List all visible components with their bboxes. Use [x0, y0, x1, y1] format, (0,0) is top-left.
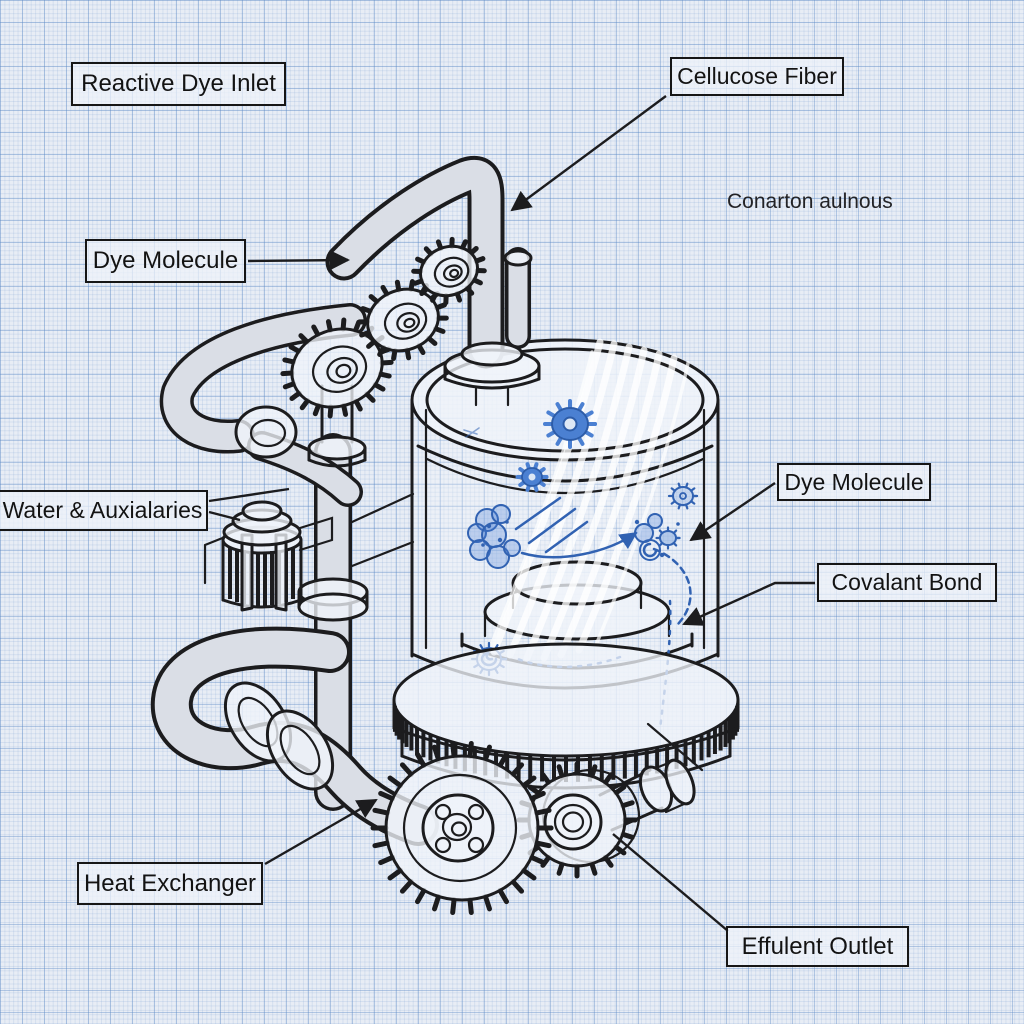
u-pipe-mouth — [234, 405, 298, 459]
label-heat-exchanger-text: Heat Exchanger — [83, 869, 257, 897]
fiber-stub-cap — [503, 249, 533, 267]
pump-left-bracket — [203, 535, 227, 585]
pump-right-bracket — [298, 516, 334, 552]
liquid-surface-arc — [416, 444, 714, 483]
label-cellucose-fiber: Cellucose Fiber — [670, 57, 844, 96]
inlet-pipe-assembly — [325, 156, 541, 407]
diagonal-gear-train — [280, 236, 487, 419]
water-pump — [203, 500, 334, 612]
label-effulent-outlet: Effulent Outlet — [726, 926, 909, 967]
callout-leaders — [208, 95, 815, 932]
label-dye-molecule-right-text: Dye Molecule — [784, 468, 924, 495]
label-reactive-dye-inlet: Reactive Dye Inlet — [71, 62, 286, 106]
pump-drum-bottom — [221, 598, 303, 609]
pipe-flange-lower — [297, 592, 369, 622]
coupling-disk-2 — [265, 709, 335, 791]
leader-effulent-outlet — [612, 833, 729, 932]
pump-cap — [241, 500, 283, 522]
label-water-auxialaries-text: Water & Auxialaries — [2, 497, 203, 523]
support-rods — [350, 492, 415, 568]
lid-flange-sides — [443, 364, 541, 381]
leader-cellucose-fiber — [510, 95, 667, 212]
shaft-cap-2 — [664, 758, 696, 806]
pump-strap-2 — [274, 533, 288, 612]
coupling-disk-2-inner — [279, 724, 321, 776]
liquid-surface-arc-2 — [425, 457, 705, 495]
label-covalant-bond-text: Covalant Bond — [831, 569, 983, 595]
stray-note-conarton-text: Conarton aulnous — [727, 190, 893, 213]
dye-motion-line — [544, 520, 589, 554]
ring-gear-top — [392, 642, 740, 758]
label-cellucose-fiber-text: Cellucose Fiber — [677, 63, 837, 89]
label-dye-molecule-right: Dye Molecule — [777, 463, 931, 501]
shaft-flange-top — [307, 435, 367, 461]
drive-gear-3 — [411, 236, 487, 306]
shaft-flange-sides — [307, 446, 367, 462]
label-covalant-bond: Covalant Bond — [817, 563, 997, 602]
base-drum-sides — [400, 738, 732, 758]
pump-drum-sides — [221, 538, 303, 602]
label-effulent-outlet-text: Effulent Outlet — [741, 932, 894, 960]
leader-covalant-bond — [682, 581, 815, 626]
u-pipe-body — [163, 306, 364, 451]
left-piping-assembly — [150, 303, 439, 846]
leader-water-aux-2 — [208, 510, 241, 522]
bond-dotted-trail — [658, 599, 672, 732]
u-pipe-mouth-inner — [249, 418, 287, 448]
dye-cluster-right — [634, 513, 681, 561]
leader-water-aux-1 — [208, 487, 290, 503]
leader-heat-exchanger — [264, 798, 378, 866]
lid-flange-inner — [460, 341, 524, 367]
small-bottom-gear — [516, 761, 641, 879]
inlet-pipe-body — [329, 160, 501, 365]
label-dye-molecule-top-text: Dye Molecule — [92, 247, 239, 274]
label-heat-exchanger: Heat Exchanger — [77, 862, 263, 905]
blue-gear-large-hub — [562, 416, 578, 432]
leader-dye-molecule-right — [689, 482, 776, 542]
shaft-flange-bottom — [307, 458, 367, 468]
label-water-auxialaries: Water & Auxialaries — [0, 490, 208, 531]
leader-dye-molecule-top — [247, 249, 351, 271]
big-bottom-gear — [370, 740, 554, 916]
dye-motion-line — [527, 507, 577, 545]
ring-gear-bottom-arc — [392, 726, 740, 762]
fiber-strands — [487, 338, 690, 662]
blue-gear-outline-hub — [679, 492, 687, 500]
label-dye-molecule-top: Dye Molecule — [85, 239, 246, 283]
blue-scribble — [463, 427, 480, 438]
lower-curved-pipe-body — [154, 630, 435, 842]
dye-transfer-arrow — [520, 531, 638, 559]
blue-gear-small-hub — [528, 473, 536, 481]
stray-note-conarton: Conarton aulnous — [727, 190, 893, 214]
lid-neck — [474, 387, 510, 407]
drive-rod — [646, 722, 704, 772]
dye-motion-line — [514, 496, 562, 531]
bottom-gear-drive — [370, 722, 704, 916]
ring-gear-sides — [392, 698, 740, 730]
pump-strap-1 — [240, 533, 254, 612]
label-reactive-dye-inlet-text: Reactive Dye Inlet — [81, 70, 276, 97]
lid-flange-bottom — [443, 377, 541, 390]
blue-gear-outline — [672, 486, 694, 506]
blue-gear-large-teeth — [543, 399, 597, 449]
dye-cloud-left — [467, 504, 521, 569]
